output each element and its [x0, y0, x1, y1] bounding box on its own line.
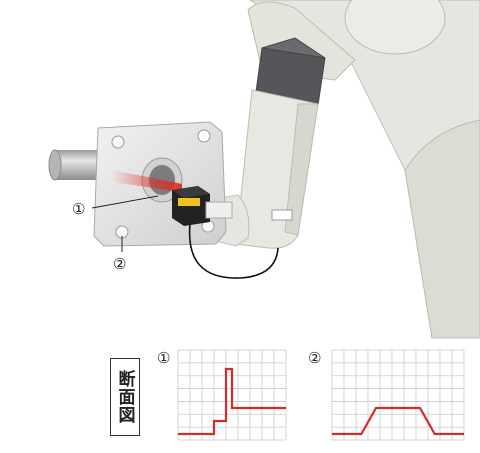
callout-2: ② — [113, 236, 126, 273]
chart-1-profile — [178, 367, 286, 436]
chart-2-profile — [332, 406, 464, 436]
chart-2: ② — [308, 349, 465, 441]
cross-section-label: 断面図 — [114, 370, 135, 424]
chart-1-label: ① — [157, 349, 170, 367]
callout-2-label: ② — [113, 255, 126, 273]
laser-sensor — [172, 186, 279, 279]
callout-1-label: ① — [72, 200, 85, 218]
callout-1: ① — [72, 195, 159, 218]
cross-section-box: 断面図 — [110, 358, 140, 436]
chart-2-label: ② — [308, 349, 321, 367]
robot-arm — [209, 0, 480, 339]
chart-2-grid — [331, 349, 465, 441]
laser-beam — [112, 170, 182, 192]
chart-1: ① — [157, 349, 287, 441]
